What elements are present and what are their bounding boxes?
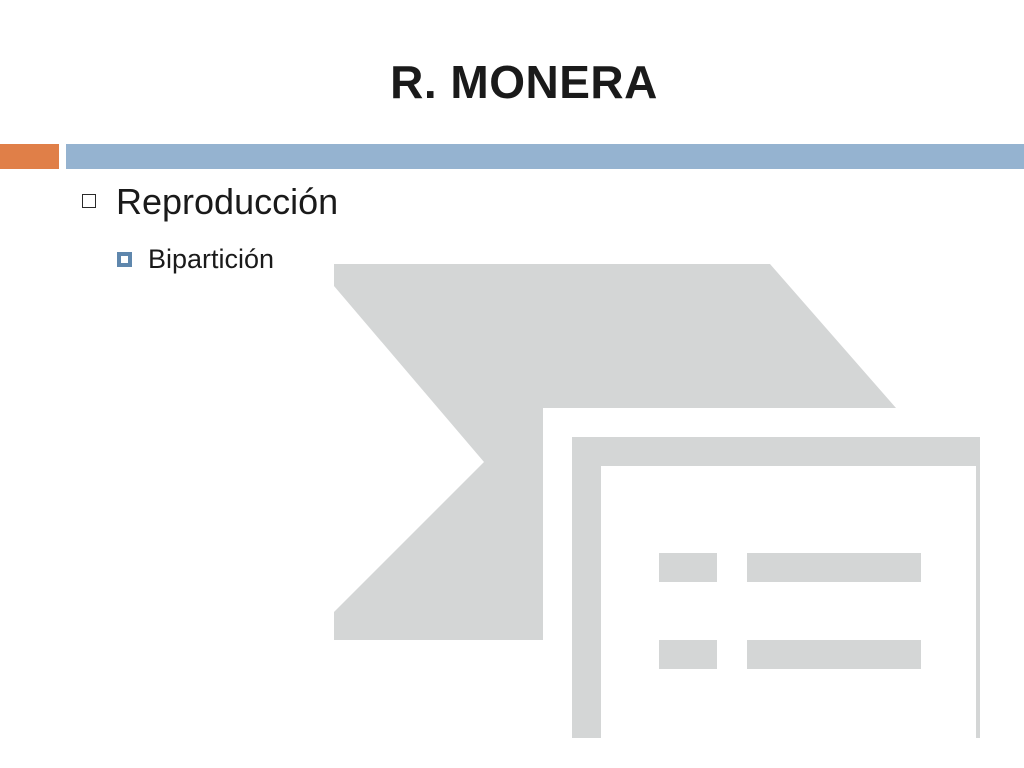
placeholder-line-long-1 (747, 553, 921, 582)
placeholder-document-frame (572, 437, 980, 738)
bullet-inner-square (121, 256, 128, 263)
placeholder-back-shape (334, 264, 896, 640)
placeholder-line-long-2 (747, 640, 921, 669)
bullet-text-biparticion: Bipartición (148, 244, 275, 274)
filled-square-bullet-icon (117, 252, 132, 267)
bullet-text-reproduccion: Reproducción (116, 181, 339, 222)
placeholder-line-short-1 (659, 553, 717, 582)
accent-bar-orange (0, 144, 59, 169)
accent-bar-blue (66, 144, 1024, 169)
slide-title: R. MONERA (390, 56, 658, 108)
placeholder-line-short-2 (659, 640, 717, 669)
hollow-square-bullet-icon (82, 194, 96, 208)
